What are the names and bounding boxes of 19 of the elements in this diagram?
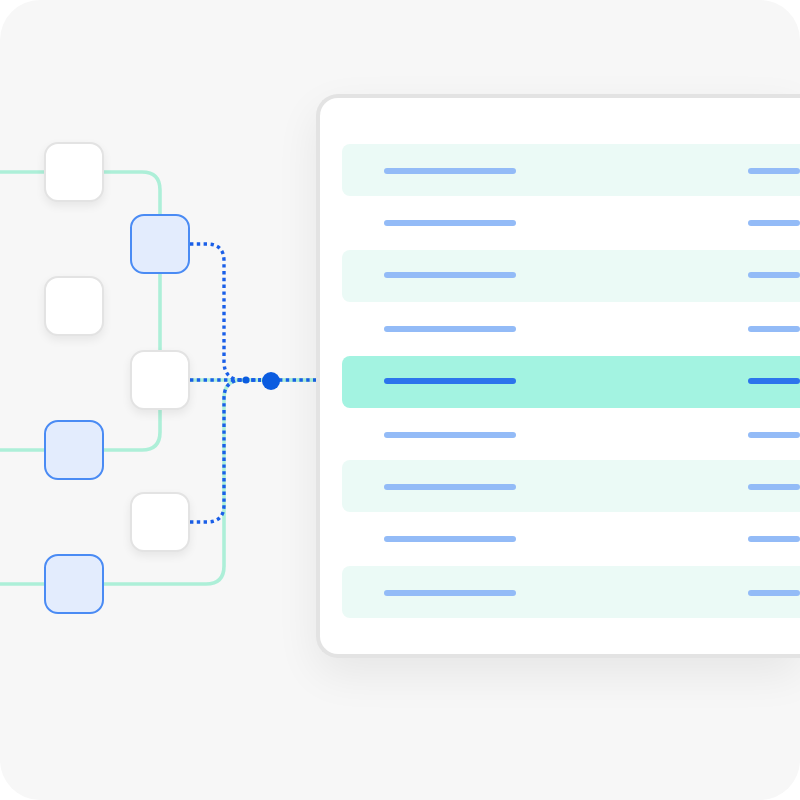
- rounded-square: [130, 492, 190, 552]
- highlighted-square: [130, 214, 190, 274]
- connector-line: [0, 448, 44, 452]
- rounded-square: [130, 350, 190, 410]
- dashed-connector: [279, 378, 316, 382]
- connector-dot: [261, 371, 279, 389]
- highlighted-square: [44, 554, 104, 614]
- dashed-connector: [190, 378, 261, 382]
- table-panel: [316, 94, 800, 658]
- connector-line: [190, 378, 316, 382]
- connector-line: [158, 274, 162, 350]
- connector-line: [0, 582, 44, 586]
- connector-line: [104, 170, 162, 214]
- rounded-square: [44, 142, 104, 202]
- highlighted-square: [44, 420, 104, 480]
- dashed-connector: [190, 378, 261, 524]
- rounded-square: [44, 276, 104, 336]
- connector-line: [0, 170, 44, 174]
- connector-line: [104, 410, 162, 452]
